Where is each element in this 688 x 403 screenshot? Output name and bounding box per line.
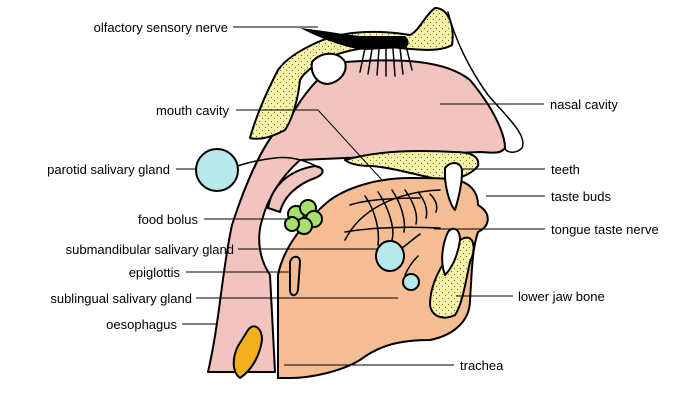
tongue-nerve-line xyxy=(344,226,441,233)
label-olfactory-sensory-nerve: olfactory sensory nerve xyxy=(94,20,228,35)
parotid-gland xyxy=(195,148,321,192)
label-teeth: teeth xyxy=(551,162,580,177)
sublingual-gland xyxy=(402,255,420,291)
epiglottis-shape xyxy=(289,255,301,297)
label-trachea: trachea xyxy=(460,358,504,373)
label-oesophagus: oesophagus xyxy=(106,317,177,332)
nose-outline xyxy=(447,11,524,153)
label-mouth-cavity: mouth cavity xyxy=(156,103,229,118)
label-parotid-salivary-gland: parotid salivary gland xyxy=(47,162,170,177)
olfactory-nerve xyxy=(300,28,413,77)
leader-lines xyxy=(176,26,545,366)
tongue-ridges xyxy=(349,189,438,246)
food-bolus-shape xyxy=(284,199,323,235)
label-lower-jaw-bone: lower jaw bone xyxy=(518,289,605,304)
label-nasal-cavity: nasal cavity xyxy=(550,97,618,112)
soft-palate xyxy=(267,165,324,213)
label-tongue-taste-nerve: tongue taste nerve xyxy=(551,222,659,237)
submandibular-gland xyxy=(375,233,421,272)
trachea-shape xyxy=(232,325,263,379)
skull-socket xyxy=(310,52,347,85)
label-food-bolus: food bolus xyxy=(138,212,198,227)
label-sublingual-salivary-gland: sublingual salivary gland xyxy=(50,291,192,306)
lower-jaw-bone-shape xyxy=(429,236,475,319)
label-submandibular-salivary-gland: submandibular salivary gland xyxy=(66,242,234,257)
upper-tooth xyxy=(444,162,463,211)
label-taste-buds: taste buds xyxy=(551,189,611,204)
label-epiglottis: epiglottis xyxy=(129,265,181,280)
